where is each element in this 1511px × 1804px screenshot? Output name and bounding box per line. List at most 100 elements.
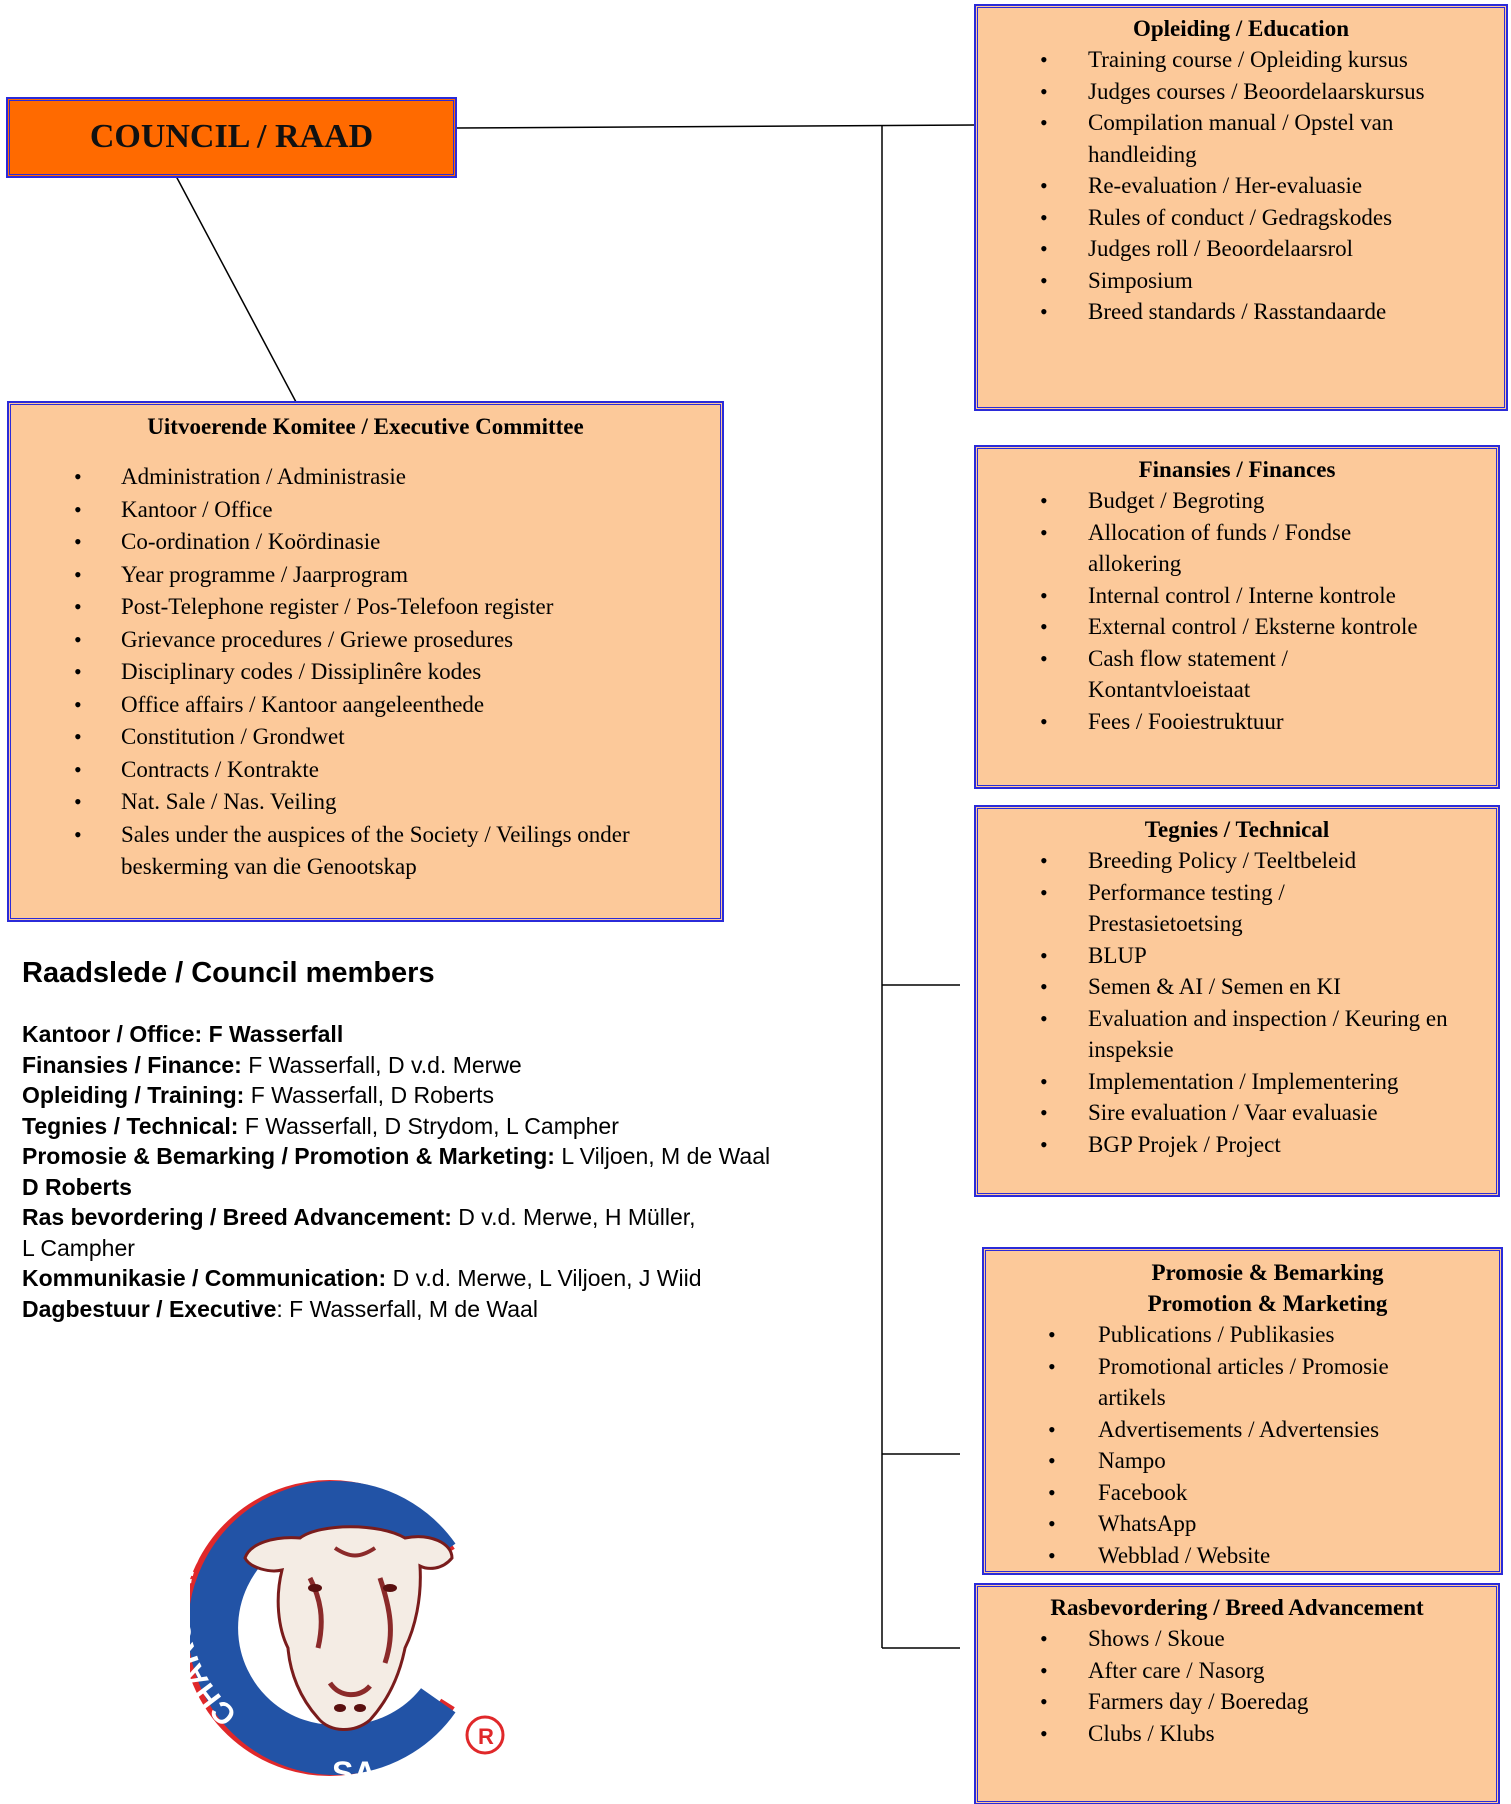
breed-list: Shows / Skoue After care / Nasorg Farmer… — [978, 1623, 1496, 1749]
member-role: Ras bevordering / Breed Advancement: — [22, 1204, 452, 1230]
member-row: Kantoor / Office: F Wasserfall — [22, 1019, 902, 1050]
council-to-executive-line — [175, 175, 297, 403]
education-list: Training course / Opleiding kursus Judge… — [978, 44, 1504, 328]
member-role: Dagbestuur / Executive — [22, 1295, 277, 1322]
member-role: Promosie & Bemarking / Promotion & Marke… — [22, 1143, 555, 1169]
list-item: Budget / Begroting — [978, 485, 1466, 517]
list-item: Disciplinary codes / Dissiplinêre kodes — [11, 656, 720, 689]
member-role: D Roberts — [22, 1173, 132, 1200]
registered-mark-icon — [465, 1715, 505, 1755]
breed-title: Rasbevordering / Breed Advancement — [1050, 1595, 1424, 1620]
list-item: Post-Telephone register / Pos-Telefoon r… — [11, 591, 720, 624]
list-item: Year programme / Jaarprogram — [11, 559, 720, 592]
list-item: Kantoor / Office — [11, 494, 720, 527]
member-role: Finansies / Finance: — [22, 1051, 242, 1078]
list-item: Semen & AI / Semen en KI — [978, 971, 1486, 1003]
list-item: Sales under the auspices of the Society … — [11, 819, 720, 884]
registered-mark-letter: R — [478, 1724, 494, 1749]
list-item: Simposium — [978, 265, 1494, 297]
member-names: F Wasserfall, D v.d. Merwe — [248, 1051, 522, 1078]
member-names: F Wasserfall, D Strydom, L Campher — [244, 1112, 619, 1139]
finances-box: Finansies / Finances Budget / Begroting … — [974, 445, 1500, 789]
list-item: Implementation / Implementering — [978, 1066, 1486, 1098]
list-item: Rules of conduct / Gedragskodes — [978, 202, 1494, 234]
list-item: Nampo — [986, 1445, 1479, 1477]
finances-list: Budget / Begroting Allocation of funds /… — [978, 485, 1496, 737]
list-item: Shows / Skoue — [978, 1623, 1496, 1655]
executive-list: Administration / Administrasie Kantoor /… — [11, 461, 720, 884]
list-item: Compilation manual / Opstel van handleid… — [978, 107, 1494, 170]
member-row: Tegnies / Technical: F Wasserfall, D Str… — [22, 1111, 902, 1142]
list-item: Webblad / Website — [986, 1540, 1479, 1572]
member-row: Kommunikasie / Communication: D v.d. Mer… — [22, 1263, 902, 1294]
members-heading: Raadslede / Council members — [22, 957, 435, 989]
logo-blue-band — [190, 1481, 456, 1775]
list-item: WhatsApp — [986, 1508, 1479, 1540]
list-item: Constitution / Grondwet — [11, 721, 720, 754]
charolais-sa-logo: CHAROLAIS SA R — [190, 1480, 505, 1791]
list-item: BLUP — [978, 940, 1486, 972]
list-item: Performance testing / Prestasietoetsing — [978, 877, 1486, 940]
member-names: L Campher — [22, 1234, 135, 1261]
list-item: Advertisements / Advertensies — [986, 1414, 1479, 1446]
member-row: D Roberts — [22, 1172, 902, 1203]
promotion-box: Promosie & Bemarking Promotion & Marketi… — [982, 1247, 1503, 1575]
bull-head-icon — [243, 1525, 454, 1731]
member-row: L Campher — [22, 1233, 902, 1264]
technical-list: Breeding Policy / Teeltbeleid Performanc… — [978, 845, 1496, 1160]
member-names: : F Wasserfall, M de Waal — [276, 1295, 538, 1322]
education-box: Opleiding / Education Training course / … — [974, 4, 1508, 411]
member-row: Opleiding / Training: F Wasserfall, D Ro… — [22, 1080, 902, 1111]
council-box: COUNCIL / RAAD — [6, 97, 457, 178]
finances-title: Finansies / Finances — [1138, 457, 1336, 482]
list-item: Training course / Opleiding kursus — [978, 44, 1494, 76]
list-item: Breeding Policy / Teeltbeleid — [978, 845, 1486, 877]
list-item: Sire evaluation / Vaar evaluasie — [978, 1097, 1486, 1129]
promotion-list: Publications / Publikasies Promotional a… — [986, 1319, 1499, 1571]
list-item: BGP Projek / Project — [978, 1129, 1486, 1161]
list-item: Farmers day / Boeredag — [978, 1686, 1496, 1718]
list-item: External control / Eksterne kontrole — [978, 611, 1466, 643]
member-names: F Wasserfall, D Roberts — [250, 1082, 494, 1108]
member-names: D v.d. Merwe, H Müller, — [458, 1204, 696, 1230]
member-names: D v.d. Merwe, L Viljoen, J Wiid — [392, 1265, 702, 1291]
list-item: Grievance procedures / Griewe prosedures — [11, 624, 720, 657]
council-to-education-line — [455, 124, 976, 129]
member-role: Tegnies / Technical: — [22, 1112, 239, 1139]
member-names: L Viljoen, M de Waal — [561, 1143, 771, 1169]
list-item: Judges roll / Beoordelaarsrol — [978, 233, 1494, 265]
executive-title: Uitvoerende Komitee / Executive Committe… — [147, 414, 584, 439]
list-item: Clubs / Klubs — [978, 1718, 1496, 1750]
education-title: Opleiding / Education — [1132, 16, 1349, 41]
technical-title: Tegnies / Technical — [1144, 817, 1330, 842]
list-item: Administration / Administrasie — [11, 461, 720, 494]
executive-committee-box: Uitvoerende Komitee / Executive Committe… — [7, 401, 724, 922]
council-members-section: Raadslede / Council members Kantoor / Of… — [22, 955, 902, 1324]
list-item: Judges courses / Beoordelaarskursus — [978, 76, 1494, 108]
list-item: Office affairs / Kantoor aangeleenthede — [11, 689, 720, 722]
list-item: After care / Nasorg — [978, 1655, 1496, 1687]
member-names: F Wasserfall — [208, 1021, 344, 1047]
member-row: Finansies / Finance: F Wasserfall, D v.d… — [22, 1050, 902, 1081]
list-item: Co-ordination / Koördinasie — [11, 526, 720, 559]
list-item: Publications / Publikasies — [986, 1319, 1479, 1351]
list-item: Internal control / Interne kontrole — [978, 580, 1466, 612]
list-item: Breed standards / Rasstandaarde — [978, 296, 1494, 328]
list-item: Re-evaluation / Her-evaluasie — [978, 170, 1494, 202]
member-role: Kantoor / Office: — [22, 1021, 203, 1047]
list-item: Nat. Sale / Nas. Veiling — [11, 786, 720, 819]
list-item: Facebook — [986, 1477, 1479, 1509]
breed-advancement-box: Rasbevordering / Breed Advancement Shows… — [974, 1583, 1500, 1804]
list-item: Promotional articles / Promosie artikels — [986, 1351, 1479, 1414]
promotion-title-line1: Promosie & Bemarking — [1151, 1260, 1384, 1285]
member-role: Opleiding / Training: — [22, 1082, 245, 1108]
logo-sa-text: SA — [332, 1755, 376, 1791]
member-row: Dagbestuur / Executive: F Wasserfall, M … — [22, 1294, 902, 1325]
member-row: Promosie & Bemarking / Promotion & Marke… — [22, 1141, 902, 1172]
member-role: Kommunikasie / Communication: — [22, 1265, 387, 1291]
list-item: Evaluation and inspection / Keuring en i… — [978, 1003, 1486, 1066]
list-item: Contracts / Kontrakte — [11, 754, 720, 787]
list-item: Allocation of funds / Fondse allokering — [978, 517, 1466, 580]
member-row: Ras bevordering / Breed Advancement: D v… — [22, 1202, 902, 1233]
